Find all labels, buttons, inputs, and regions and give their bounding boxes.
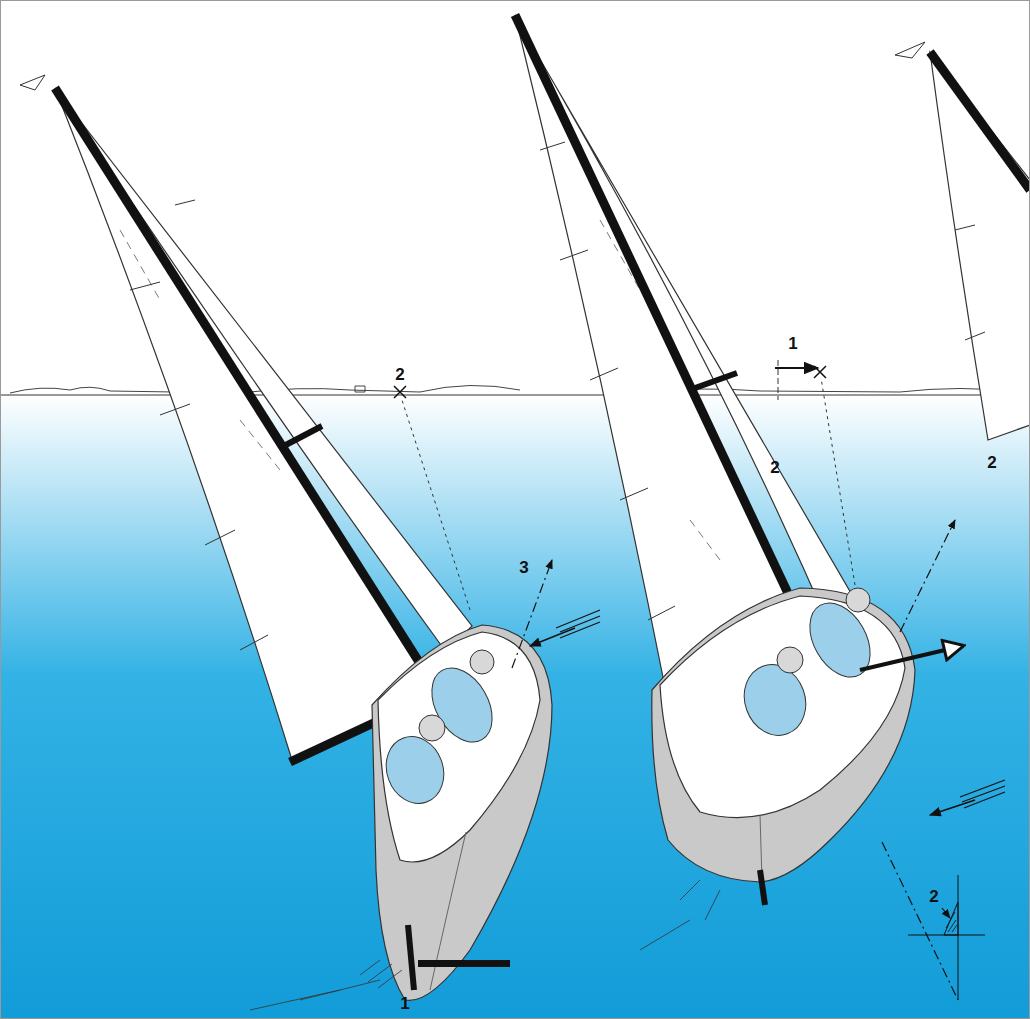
callout-number: 1: [398, 994, 411, 1013]
callout-number: 2: [927, 887, 940, 906]
callout-number: 2: [393, 365, 406, 384]
callout-number: 2: [985, 453, 998, 472]
callout-number: 2: [768, 458, 781, 477]
callout-number: 1: [786, 334, 799, 353]
callout-number: 3: [517, 558, 530, 577]
